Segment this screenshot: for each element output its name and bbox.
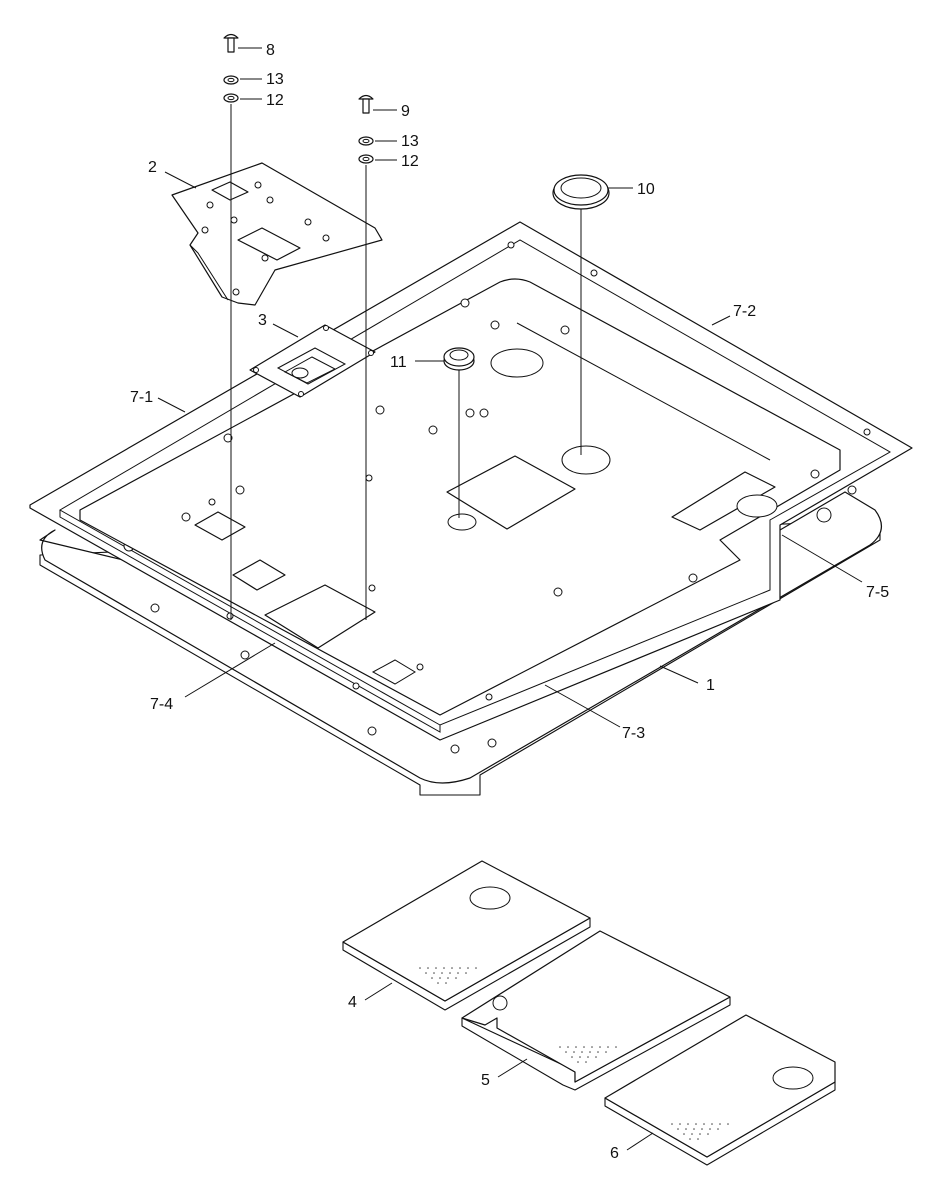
main-plate <box>79 278 841 716</box>
callout-12-right: 12 <box>401 153 419 170</box>
mat-part-6 <box>604 1014 836 1166</box>
callout-4: 4 <box>348 994 357 1011</box>
bracket-part-2 <box>171 162 383 306</box>
assembly-lines <box>230 104 582 620</box>
callout-8: 8 <box>266 42 275 59</box>
callout-12-top: 12 <box>266 92 284 109</box>
callout-2: 2 <box>148 159 157 176</box>
mat-5-texture <box>559 1046 617 1063</box>
mat-part-5 <box>461 930 731 1091</box>
callout-7-4: 7-4 <box>150 696 173 713</box>
mat-4-texture <box>419 967 477 984</box>
bolt-part-9 <box>358 94 374 114</box>
mat-6-texture <box>671 1123 729 1140</box>
callout-7-5: 7-5 <box>866 584 889 601</box>
grommet-part-10 <box>552 174 610 210</box>
grommet-part-11 <box>443 347 475 371</box>
callout-labels: 8 13 12 9 13 12 10 2 3 11 7-1 7-2 7-5 1 … <box>130 42 889 1162</box>
callout-1: 1 <box>706 677 715 694</box>
callout-7-1: 7-1 <box>130 389 153 406</box>
cover-part-3 <box>249 324 376 398</box>
bolt-part-8 <box>223 33 239 53</box>
leader-lines <box>157 47 863 1151</box>
callout-9: 9 <box>401 103 410 120</box>
callout-13-right: 13 <box>401 133 419 150</box>
washers <box>223 75 374 164</box>
callout-5: 5 <box>481 1072 490 1089</box>
callout-7-3: 7-3 <box>622 725 645 742</box>
callout-10: 10 <box>637 181 655 198</box>
callout-13-top: 13 <box>266 71 284 88</box>
callout-11: 11 <box>390 354 407 371</box>
callout-6: 6 <box>610 1145 619 1162</box>
mat-part-4 <box>342 860 591 1011</box>
callout-7-2: 7-2 <box>733 303 756 320</box>
callout-3: 3 <box>258 312 267 329</box>
